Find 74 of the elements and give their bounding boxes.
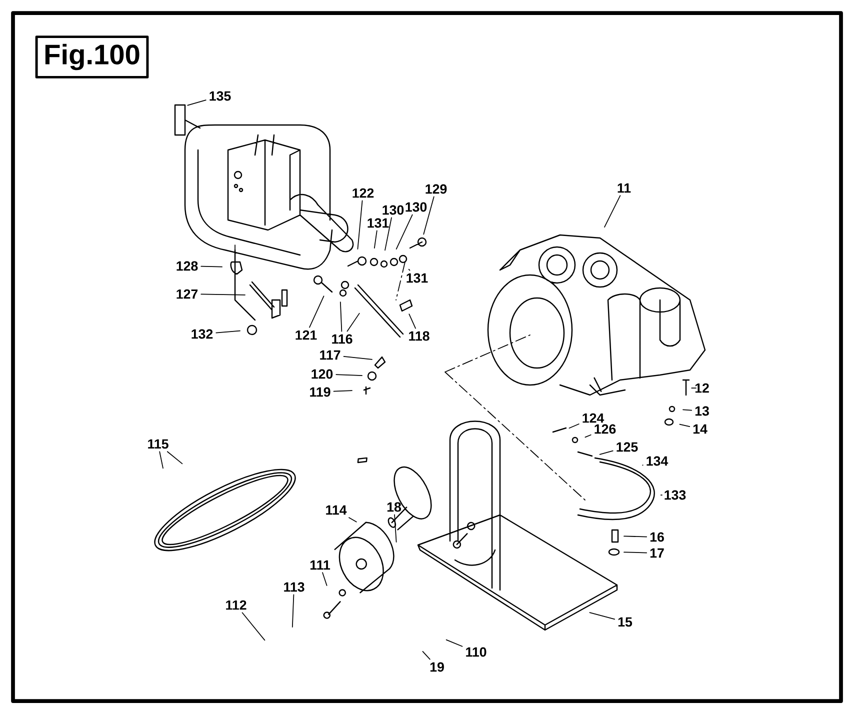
leader-line	[660, 494, 662, 496]
leader-line	[292, 594, 294, 628]
callout-number: 135	[210, 91, 231, 101]
leader-line	[340, 302, 342, 332]
leader-line	[568, 424, 580, 429]
callout-number: 16	[650, 532, 664, 542]
leader-line	[423, 196, 434, 235]
leader-line	[200, 294, 246, 296]
callout-number: 17	[650, 548, 664, 558]
callout-number: 113	[284, 582, 304, 592]
callout-number: 111	[310, 560, 330, 570]
leader-line	[599, 450, 614, 455]
callout-number: 120	[312, 369, 333, 379]
callout-number: 114	[326, 505, 347, 515]
callout-number: 124	[582, 413, 604, 423]
leader-line	[200, 266, 222, 268]
callout-number: 13	[695, 406, 709, 416]
callout-number: 118	[409, 331, 430, 341]
callout-number: 130	[406, 202, 427, 212]
figure-label: Fig.100	[35, 36, 149, 78]
callout-number: 132	[192, 329, 213, 339]
callout-number: 14	[693, 424, 708, 434]
callout-number: 110	[466, 647, 486, 657]
callout-number: 112	[226, 600, 246, 610]
leader-line	[336, 374, 362, 376]
callout-number: 19	[430, 662, 444, 672]
leader-line	[422, 650, 430, 660]
callout-number: 122	[352, 188, 374, 198]
leader-line	[642, 464, 644, 466]
leader-line	[357, 200, 363, 250]
leader-line	[348, 517, 357, 522]
leader-line	[187, 100, 206, 106]
callout-number: 131	[406, 273, 428, 283]
leader-line	[343, 356, 372, 360]
callout-number: 18	[387, 502, 402, 512]
callout-number: 125	[616, 442, 638, 452]
callout-number: 121	[296, 330, 317, 340]
callout-number: 11	[618, 183, 631, 193]
callout-number: 133	[664, 490, 686, 500]
callout-number: 128	[176, 261, 198, 271]
leader-line	[166, 451, 183, 464]
leader-line	[309, 296, 324, 328]
callout-number: 130	[382, 205, 404, 215]
callout-number: 126	[594, 424, 616, 434]
leader-line	[408, 268, 410, 271]
leader-line	[384, 217, 392, 251]
leader-line	[624, 536, 648, 538]
callout-number: 12	[695, 383, 709, 393]
leader-line	[322, 572, 328, 586]
leader-line	[346, 312, 360, 332]
leader-line	[589, 612, 616, 620]
leader-line	[333, 390, 352, 392]
callout-number: 117	[320, 350, 340, 360]
callout-number: 15	[618, 617, 632, 627]
callout-number: 119	[310, 387, 330, 397]
callout-number: 115	[148, 439, 168, 449]
leader-line	[584, 434, 592, 438]
leader-line	[682, 409, 692, 411]
leader-line	[408, 314, 416, 329]
leader-line	[242, 612, 266, 641]
leader-line	[446, 639, 463, 647]
callout-number: 134	[646, 456, 668, 466]
callout-number: 127	[176, 289, 198, 299]
leader-line	[374, 230, 378, 249]
leader-line	[604, 195, 621, 228]
leader-line	[396, 214, 413, 250]
leader-line	[394, 514, 397, 542]
leader-line	[159, 451, 164, 469]
callout-number: 116	[332, 334, 352, 344]
callout-number: 131	[368, 218, 389, 228]
leader-line	[624, 552, 648, 554]
leader-line	[679, 424, 690, 428]
leader-line	[216, 330, 240, 334]
callout-number: 129	[426, 184, 447, 194]
